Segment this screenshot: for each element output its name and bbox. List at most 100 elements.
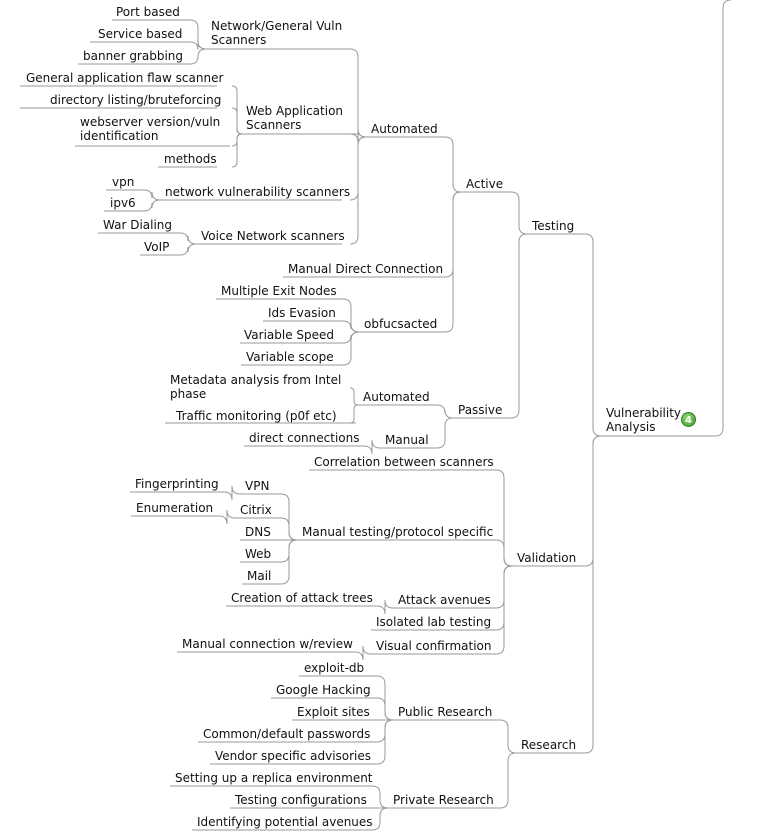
connector-line	[438, 191, 462, 333]
node-direct-connections[interactable]: direct connections	[249, 431, 360, 445]
node-network-general-vuln-scanners[interactable]: Network/General Vuln Scanners	[211, 19, 343, 47]
connector-line	[583, 233, 602, 437]
connector-line	[372, 719, 394, 743]
connector-line	[336, 331, 360, 344]
node-general-app-flaw-scanner[interactable]: General application flaw scanner	[26, 71, 224, 85]
connector-line	[136, 189, 161, 201]
connector-line	[438, 136, 462, 193]
connector-line	[272, 517, 298, 541]
node-dns[interactable]: DNS	[245, 525, 271, 539]
node-ipv6[interactable]: ipv6	[110, 196, 136, 210]
connector-line	[487, 469, 513, 567]
node-war-dialing[interactable]: War Dialing	[103, 218, 173, 232]
connector-line	[505, 191, 528, 235]
node-automated-passive[interactable]: Automated	[363, 390, 430, 404]
node-validation[interactable]: Validation	[517, 551, 577, 565]
node-service-based[interactable]: Service based	[98, 27, 183, 41]
node-private-research[interactable]: Private Research	[393, 793, 494, 807]
node-automated-active[interactable]: Automated	[371, 122, 438, 136]
connector-line	[348, 645, 372, 661]
connector-line	[487, 565, 513, 655]
node-attack-avenues[interactable]: Attack avenues	[398, 593, 491, 607]
node-public-research[interactable]: Public Research	[398, 705, 493, 719]
node-passive[interactable]: Passive	[458, 403, 503, 417]
connector-line	[182, 48, 207, 65]
node-identifying-avenues[interactable]: Identifying potential avenues	[197, 815, 373, 829]
node-voice-network-scanners[interactable]: Voice Network scanners	[201, 229, 345, 243]
node-methods[interactable]: methods	[164, 152, 217, 166]
connector-line	[492, 752, 517, 809]
node-variable-scope[interactable]: Variable scope	[246, 350, 334, 364]
connector-line	[231, 133, 243, 168]
connector-line	[336, 298, 360, 333]
node-variable-speed[interactable]: Variable Speed	[244, 328, 335, 342]
node-isolated-lab[interactable]: Isolated lab testing	[376, 615, 492, 629]
connector-line	[349, 136, 367, 245]
node-enumeration[interactable]: Enumeration	[136, 501, 214, 515]
node-active[interactable]: Active	[466, 177, 504, 191]
node-voip[interactable]: VoIP	[144, 240, 170, 254]
connector-line	[583, 435, 602, 567]
connector-line	[356, 439, 381, 455]
connector-line	[372, 697, 394, 721]
connector-line	[218, 509, 236, 525]
node-web-app-scanners[interactable]: Web Application Scanners	[246, 104, 344, 132]
node-testing[interactable]: Testing	[532, 219, 575, 233]
connector-line	[182, 40, 207, 51]
connector-line	[136, 199, 161, 212]
node-google-hacking[interactable]: Google Hacking	[276, 683, 371, 697]
node-exploit-sites[interactable]: Exploit sites	[297, 705, 370, 719]
connector-line	[368, 785, 389, 809]
connector-line	[218, 485, 241, 501]
connector-line	[705, 0, 732, 437]
node-webserver-version[interactable]: webserver version/vuln identification	[80, 115, 221, 143]
node-traffic-monitoring[interactable]: Traffic monitoring (p0f etc)	[176, 409, 337, 423]
node-port-based[interactable]: Port based	[116, 5, 180, 19]
connector-line	[272, 539, 298, 563]
connector-line	[430, 404, 454, 419]
connector-line	[505, 233, 528, 419]
connector-line	[349, 387, 359, 406]
node-visual-confirmation[interactable]: Visual confirmation	[376, 639, 492, 653]
node-vpn-upper[interactable]: VPN	[245, 479, 270, 493]
connector-line	[272, 493, 298, 541]
connector-line	[336, 320, 360, 333]
node-network-vuln-scanners[interactable]: network vulnerability scanners	[165, 185, 351, 199]
node-banner-grabbing[interactable]: banner grabbing	[83, 49, 184, 63]
node-correlation[interactable]: Correlation between scanners	[314, 455, 494, 469]
connector-line	[492, 719, 517, 754]
node-manual-direct-connection[interactable]: Manual Direct Connection	[288, 262, 444, 276]
node-mail[interactable]: Mail	[247, 569, 272, 583]
node-ids-evasion[interactable]: Ids Evasion	[268, 306, 336, 320]
connector-line	[583, 435, 602, 754]
node-replica-environment[interactable]: Setting up a replica environment	[175, 771, 373, 785]
node-metadata-analysis[interactable]: Metadata analysis from Intel phase	[170, 373, 342, 401]
node-directory-listing[interactable]: directory listing/bruteforcing	[50, 93, 222, 107]
node-citrix[interactable]: Citrix	[240, 503, 272, 517]
node-fingerprinting[interactable]: Fingerprinting	[135, 477, 219, 491]
node-research[interactable]: Research	[521, 738, 577, 752]
node-creation-attack-trees[interactable]: Creation of attack trees	[231, 591, 373, 605]
node-vendor-advisories[interactable]: Vendor specific advisories	[215, 749, 372, 763]
connector-line	[172, 232, 197, 245]
node-manual-connection-review[interactable]: Manual connection w/review	[182, 637, 353, 651]
node-testing-configurations[interactable]: Testing configurations	[235, 793, 367, 807]
connector-line	[372, 719, 394, 765]
connector-line	[182, 19, 207, 50]
notification-count-badge[interactable]: 4	[681, 412, 696, 427]
connector-line	[487, 539, 513, 567]
connector-line	[272, 539, 298, 585]
node-manual-passive[interactable]: Manual	[385, 433, 429, 447]
node-obfuscated[interactable]: obfucsacted	[364, 317, 438, 331]
node-vpn-lower[interactable]: vpn	[112, 175, 135, 189]
connector-line	[368, 599, 394, 615]
node-exploit-db[interactable]: exploit-db	[304, 661, 365, 675]
connector-line	[368, 807, 389, 831]
node-manual-testing[interactable]: Manual testing/protocol specific	[302, 525, 494, 539]
connector-line	[172, 243, 197, 256]
node-common-default-passwords[interactable]: Common/default passwords	[203, 727, 371, 741]
node-web[interactable]: Web	[245, 547, 272, 561]
node-root-vulnerability-analysis[interactable]: Vulnerability Analysis	[606, 406, 682, 434]
node-multiple-exit-nodes[interactable]: Multiple Exit Nodes	[221, 284, 337, 298]
